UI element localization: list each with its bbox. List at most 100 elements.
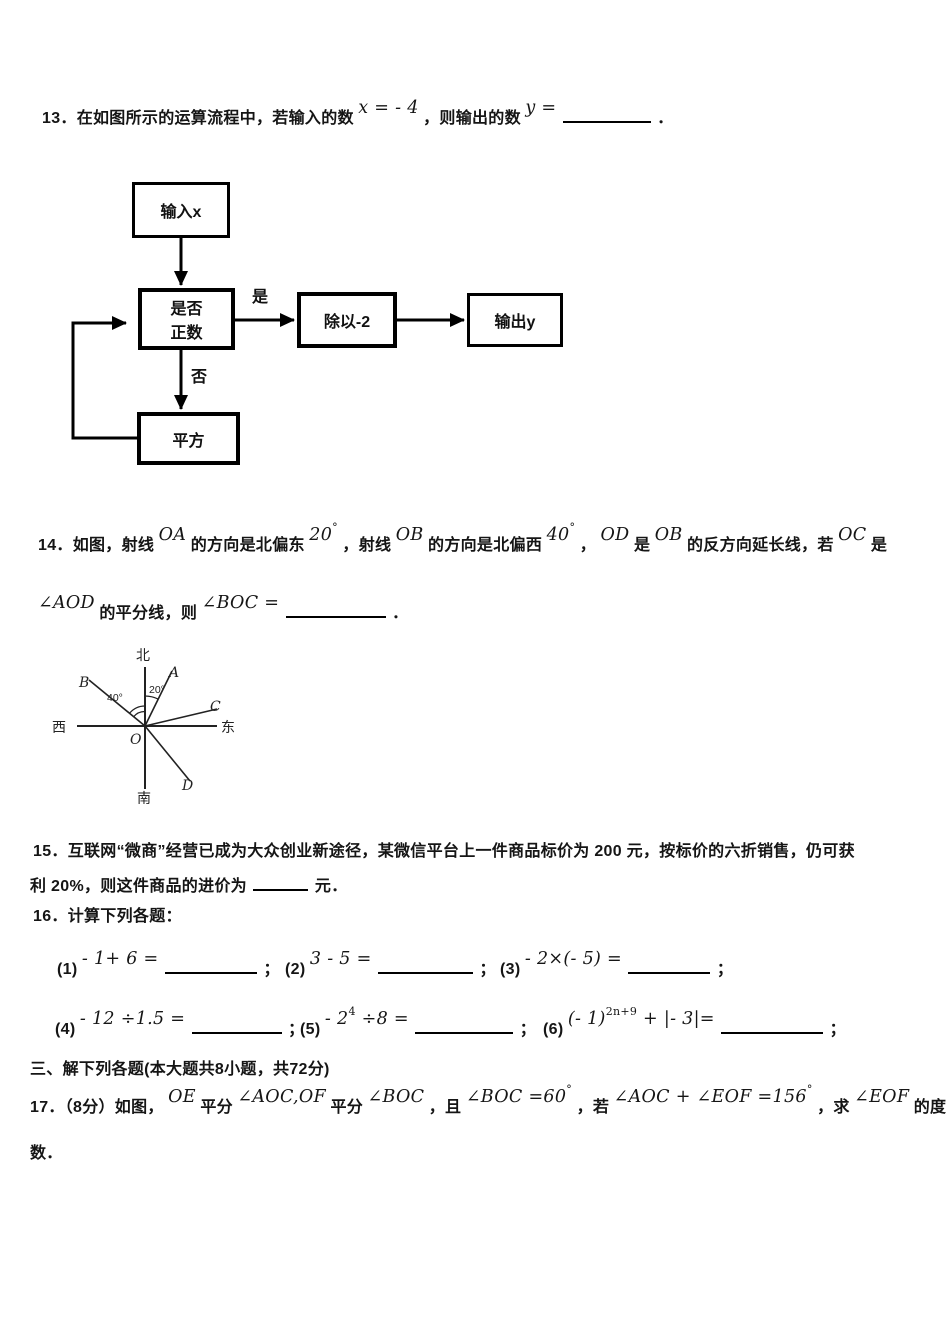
q16-item4-expr: - 12 ÷1.5 = — [80, 1009, 185, 1029]
q17-text-3: 平分 — [330, 1098, 364, 1116]
q14-answer-blank — [285, 602, 386, 618]
q17-math-boc: ∠BOC — [367, 1086, 425, 1107]
q17-math-sum-156: ∠AOC + ∠EOF =156° — [613, 1083, 813, 1107]
section-3-header: 三、解下列各题(本大题共8小题，共72分) — [30, 1058, 330, 1082]
question-14-line2: ∠AOD 的平分线，则 ∠BOC = ． — [38, 593, 409, 626]
q16-item5-expr: - 24 ÷8 = — [324, 1005, 409, 1029]
q14-math-40deg: 40° — [547, 521, 576, 545]
q17-math-boc60-base: ∠BOC =60 — [465, 1086, 567, 1107]
q17-math-oe: OE — [168, 1086, 196, 1107]
q14-math-oc: OC — [838, 524, 867, 545]
q16-item6-label: (6) — [543, 1020, 564, 1038]
q13-text-end: ． — [657, 110, 674, 127]
question-14-line1: 14．如图，射线 OA 的方向是北偏东 20° ，射线 OB 的方向是北偏西 4… — [38, 521, 888, 558]
compass-svg: 北 南 西 东 A B C D O 20° 40° — [52, 647, 235, 806]
q16-item5-blank — [415, 1018, 514, 1034]
q16-item5-base: - 2 — [324, 1008, 349, 1029]
q16-item3-label: (3) — [500, 960, 521, 978]
q17-math-boc-60: ∠BOC =60° — [465, 1083, 572, 1107]
q15-answer-blank — [253, 875, 309, 891]
q16-item6-sup: 2n+9 — [605, 1005, 638, 1018]
q16-item2-base: 3 - 5 = — [309, 948, 372, 969]
q16-item1-expr: - 1+ 6 = — [82, 949, 159, 969]
flowchart-output-label: 输出y — [494, 314, 536, 331]
q16-item5-sup: 4 — [348, 1005, 356, 1018]
flowchart-input-label: 输入x — [160, 204, 202, 221]
q17-math-156-base: ∠AOC + ∠EOF =156 — [613, 1086, 807, 1107]
q17-text-4: ，且 — [428, 1098, 462, 1116]
q16-item6-sep: ； — [829, 1020, 846, 1038]
compass-angle-40: 40° — [107, 692, 123, 704]
q14-deg-1: ° — [332, 521, 338, 534]
q14-math-boc: ∠BOC = — [201, 593, 280, 613]
flowchart-decision-line2: 正数 — [170, 325, 203, 342]
q14-math-aod: ∠AOD — [38, 593, 95, 613]
section-3-header-text: 三、解下列各题(本大题共8小题，共72分) — [30, 1061, 330, 1078]
q14-text-4: 的方向是北偏西 — [428, 536, 543, 554]
q14-text-7: 的反方向延长线，若 — [686, 536, 834, 554]
q16-item-3: (3) - 2×(- 5) = ； — [500, 949, 733, 982]
compass-north-label: 北 — [136, 647, 150, 663]
compass-a-label: A — [167, 665, 179, 681]
q16-item4-blank — [191, 1018, 282, 1034]
flowchart-decision-line1: 是否 — [170, 301, 203, 318]
q16-item2-sep: ； — [479, 960, 496, 978]
q16-item5-rest: ÷8 = — [355, 1008, 409, 1029]
question-17-line2: 数． — [30, 1142, 63, 1166]
q17-text-2: 平分 — [200, 1098, 233, 1116]
flowchart-output-box: 输出y — [467, 293, 563, 347]
q16-item-4: (4) - 12 ÷1.5 = ； — [55, 1009, 304, 1042]
question-15-line1: 15．互联网“微商”经营已成为大众创业新途径，某微信平台上一件商品标价为 200… — [33, 840, 855, 864]
q17-deg-1: ° — [566, 1083, 573, 1096]
q16-item4-base: - 12 ÷1.5 = — [79, 1008, 186, 1029]
q16-item5-label: (5) — [300, 1020, 321, 1038]
q14-text-8: 是 — [870, 536, 888, 554]
flowchart-no-label: 否 — [191, 369, 208, 386]
q14-text-2: 的方向是北偏东 — [190, 536, 305, 554]
q16-item5-sep: ； — [519, 1020, 537, 1038]
compass-angle-20: 20° — [149, 684, 165, 696]
q13-math-input: x = - 4 — [358, 98, 419, 118]
q14-math-ob2: OB — [654, 524, 683, 545]
q16-item-1: (1) - 1+ 6 = ； — [57, 949, 280, 982]
q15-text-2: 利 20%，则这件商品的进价为 — [30, 878, 247, 895]
flowchart-square-label: 平方 — [172, 432, 205, 450]
ray-ob — [88, 679, 146, 727]
compass-b-label: B — [78, 675, 89, 691]
compass-d-label: D — [181, 778, 193, 794]
compass-c-label: C — [210, 699, 221, 715]
q14-text-3: ，射线 — [342, 536, 392, 554]
q17-text-7: 的度 — [913, 1098, 947, 1116]
q16-item3-expr: - 2×(- 5) = — [525, 949, 622, 969]
flowchart-divide-label: 除以-2 — [323, 314, 371, 331]
q14-text-5: ， — [579, 536, 597, 554]
flowchart-decision-box: 是否 正数 — [138, 288, 235, 350]
arc-40deg — [129, 705, 146, 714]
compass-o-label: O — [130, 732, 142, 748]
compass-south-label: 南 — [137, 790, 151, 806]
q16-item3-blank — [628, 958, 711, 974]
q14-text-end: ． — [392, 605, 409, 622]
q16-item1-blank — [164, 958, 257, 974]
q16-item6-rest: + |- 3|= — [637, 1008, 715, 1029]
q16-header-text: 16．计算下列各题： — [33, 908, 182, 925]
q14-math-ob: OB — [395, 524, 424, 545]
ray-oa — [144, 670, 173, 727]
q16-item6-expr: (- 1)2n+9 + |- 3|= — [568, 1005, 715, 1029]
compass-figure: 北 南 西 东 A B C D O 20° 40° — [45, 643, 245, 815]
question-17-line1: 17．（8分）如图， OE 平分 ∠AOC,OF 平分 ∠BOC ，且 ∠BOC… — [30, 1083, 947, 1120]
q16-item1-label: (1) — [57, 960, 78, 978]
ray-oc — [144, 708, 218, 727]
arc-40deg-inner — [133, 710, 146, 718]
compass-east-label: 东 — [221, 719, 235, 735]
q14-math-20deg: 20° — [309, 521, 338, 545]
q14-text-1: 14．如图，射线 — [38, 536, 155, 554]
q14-text-9: 的平分线，则 — [99, 605, 198, 622]
q17-text-5: ，若 — [576, 1098, 610, 1116]
question-16-header: 16．计算下列各题： — [33, 905, 182, 929]
q13-answer-blank — [562, 107, 651, 123]
q17-text-1: 17．（8分）如图， — [30, 1098, 164, 1116]
q14-math-20: 20 — [309, 524, 333, 545]
flowchart-figure: 输入x 是否 正数 除以-2 输出y 平方 是 否 — [60, 175, 590, 475]
